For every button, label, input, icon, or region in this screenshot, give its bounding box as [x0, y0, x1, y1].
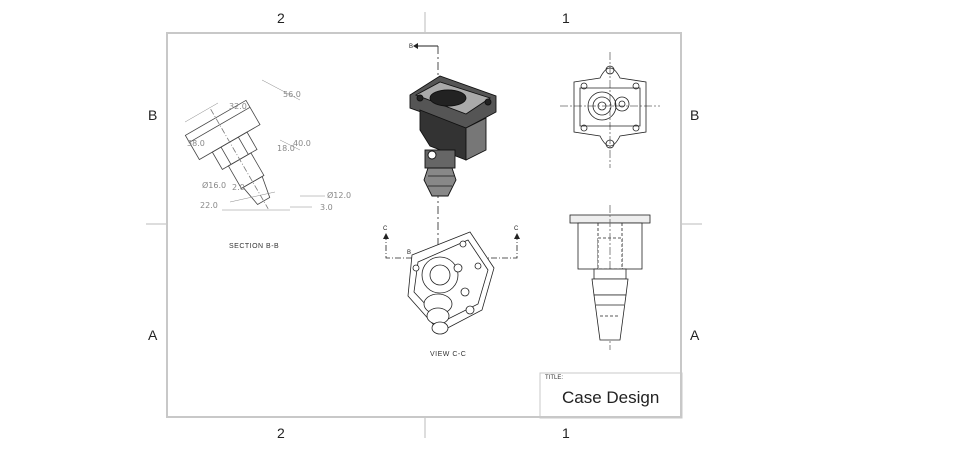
section-marker-c-right: C — [514, 226, 519, 232]
title-block-title: Case Design — [562, 388, 660, 407]
section-marker-b-mid: B — [407, 250, 411, 256]
zone-label-bottom-1: 1 — [562, 425, 570, 441]
dim-label: 56.0 — [283, 90, 301, 99]
dim-label: 18.0 — [277, 144, 295, 153]
zone-label-right-b: B — [690, 107, 700, 123]
dim-label: 38.0 — [187, 139, 205, 148]
zone-label-right-a: A — [690, 327, 700, 343]
zone-label-left-a: A — [148, 327, 158, 343]
dim-label: 3.0 — [320, 203, 333, 212]
section-b-b-caption: SECTION B-B — [229, 243, 280, 250]
zone-label-top-1: 1 — [562, 10, 570, 26]
dim-label: 22.0 — [200, 201, 218, 210]
zone-label-bottom-2: 2 — [277, 425, 285, 441]
dim-label: 2.0 — [232, 183, 245, 192]
zone-label-top-2: 2 — [277, 10, 285, 26]
section-dimensions: 56.0 32.0 38.0 40.0 18.0 Ø16.0 2.0 Ø12.0… — [187, 90, 351, 212]
drawing-sheet — [166, 32, 682, 418]
dim-label: Ø12.0 — [327, 190, 351, 200]
title-block-label: TITLE: — [545, 375, 564, 381]
zone-label-left-b: B — [148, 107, 158, 123]
section-marker-c-left: C — [383, 226, 388, 232]
view-c-c-caption: VIEW C-C — [430, 351, 467, 358]
dim-label: Ø16.0 — [202, 180, 226, 190]
section-marker-b: B — [409, 44, 413, 50]
dim-label: 40.0 — [293, 139, 311, 148]
dim-label: 32.0 — [229, 102, 247, 111]
